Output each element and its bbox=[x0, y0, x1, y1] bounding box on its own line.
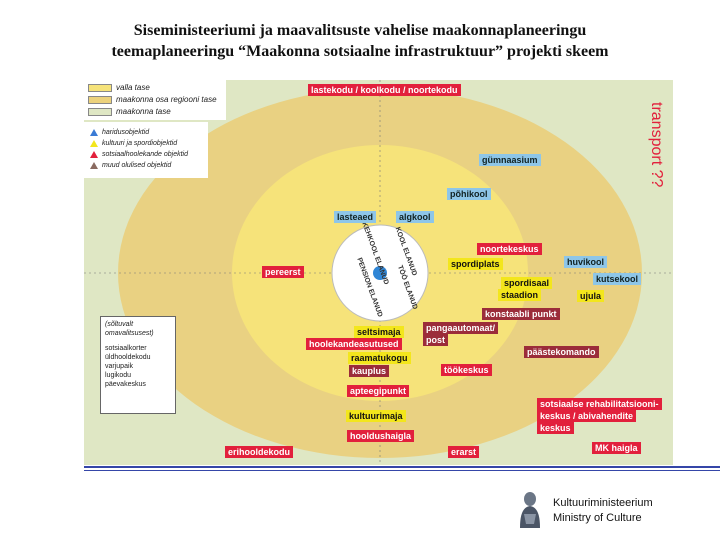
box-header-1: (sõltuvalt bbox=[105, 321, 134, 328]
label-paastekomando: päästekomando bbox=[524, 346, 599, 358]
label-post: post bbox=[423, 334, 448, 346]
label-algkool: algkool bbox=[396, 211, 434, 223]
label-apteegipunkt: apteegipunkt bbox=[347, 385, 410, 397]
diagram-title: Siseministeeriumi ja maavalitsuste vahel… bbox=[0, 20, 720, 62]
title-line-1: Siseministeeriumi ja maavalitsuste vahel… bbox=[133, 22, 587, 39]
category-haridus: haridusobjektid bbox=[90, 128, 149, 138]
box-item: üldhooldekodu bbox=[105, 354, 151, 361]
diagram-canvas: valla tase maakonna osa regiooni tase ma… bbox=[84, 80, 673, 465]
label-lasteaed: lasteaed bbox=[334, 211, 377, 223]
label-seltsimaja: seltsimaja bbox=[354, 326, 404, 338]
center-dot bbox=[373, 266, 387, 280]
label-huvikool: huvikool bbox=[564, 256, 608, 268]
legend-swatch bbox=[88, 108, 112, 116]
ministry-name-en: Ministry of Culture bbox=[553, 512, 642, 524]
legend-item-regioon: maakonna osa regiooni tase bbox=[88, 94, 226, 106]
label-ujula: ujula bbox=[577, 290, 605, 302]
label-mk-haigla: MK haigla bbox=[592, 442, 641, 454]
label-tookeskus: töökeskus bbox=[441, 364, 492, 376]
concentric-rings bbox=[84, 80, 673, 465]
ministry-name-et: Kultuuriministeerium bbox=[553, 497, 653, 509]
box-item: lugikodu bbox=[105, 372, 132, 379]
label-raamatukogu: raamatukogu bbox=[348, 352, 411, 364]
box-header-2: omavalitsusest) bbox=[105, 330, 154, 337]
transport-label: transport ?? bbox=[648, 102, 665, 188]
label-staadion: staadion bbox=[498, 289, 542, 301]
box-item: varjupaik bbox=[105, 363, 134, 370]
ministry-statue-icon bbox=[520, 492, 540, 528]
legend-levels: valla tase maakonna osa regiooni tase ma… bbox=[84, 80, 226, 120]
box-item: päevakeskus bbox=[105, 381, 146, 388]
ministry-logo-text: Kultuuriministeerium Ministry of Culture bbox=[553, 496, 653, 526]
label-lastekodu: lastekodu / koolkodu / noortekodu bbox=[308, 84, 461, 96]
label-pereerst: pereerst bbox=[262, 266, 304, 278]
label-hooldushaigla: hooldushaigla bbox=[347, 430, 415, 442]
municipal-box: (sõltuvalt omavalitsusest) sotsiaalkorte… bbox=[100, 316, 176, 414]
category-kultuur: kultuuri ja spordiobjektid bbox=[90, 139, 177, 149]
label-pangaautomaat: pangaautomaat/ bbox=[423, 322, 499, 334]
label-kultuurimaja: kultuurimaja bbox=[346, 410, 406, 422]
title-line-2: teemaplaneeringu “Maakonna sotsiaalne in… bbox=[111, 43, 609, 60]
label-erihooldekodu: erihooldekodu bbox=[225, 446, 294, 458]
category-muud: muud olulised objektid bbox=[90, 161, 171, 171]
label-kutsekool: kutsekool bbox=[593, 273, 642, 285]
triangle-icon bbox=[90, 151, 98, 158]
legend-categories: haridusobjektid kultuuri ja spordiobjekt… bbox=[84, 122, 208, 178]
legend-item-maakond: maakonna tase bbox=[88, 106, 226, 118]
label-erarst: erarst bbox=[448, 446, 480, 458]
label-pohikool: põhikool bbox=[447, 188, 491, 200]
label-rehabilitatsioon-1: sotsiaalse rehabilitatsiooni- bbox=[537, 398, 662, 410]
label-gumnaasium: gümnaasium bbox=[479, 154, 541, 166]
triangle-icon bbox=[90, 129, 98, 136]
box-item: sotsiaalkorter bbox=[105, 345, 147, 352]
label-kauplus: kauplus bbox=[349, 365, 390, 377]
triangle-icon bbox=[90, 162, 98, 169]
label-rehabilitatsioon-2: keskus / abivahendite bbox=[537, 410, 637, 422]
label-spordisaal: spordisaal bbox=[501, 277, 553, 289]
footer-rule bbox=[84, 466, 720, 468]
label-konstaabel: konstaabli punkt bbox=[482, 308, 560, 320]
label-rehabilitatsioon-3: keskus bbox=[537, 422, 574, 434]
label-noortekeskus: noortekeskus bbox=[477, 243, 542, 255]
legend-item-valla: valla tase bbox=[88, 82, 226, 94]
legend-swatch bbox=[88, 96, 112, 104]
triangle-icon bbox=[90, 140, 98, 147]
category-sotsiaal: sotsiaalhoolekande objektid bbox=[90, 150, 188, 160]
footer-rule-thin bbox=[84, 470, 720, 471]
label-hoolekandeasutused: hoolekandeasutused bbox=[306, 338, 402, 350]
legend-swatch bbox=[88, 84, 112, 92]
label-spordiplats: spordiplats bbox=[448, 258, 503, 270]
